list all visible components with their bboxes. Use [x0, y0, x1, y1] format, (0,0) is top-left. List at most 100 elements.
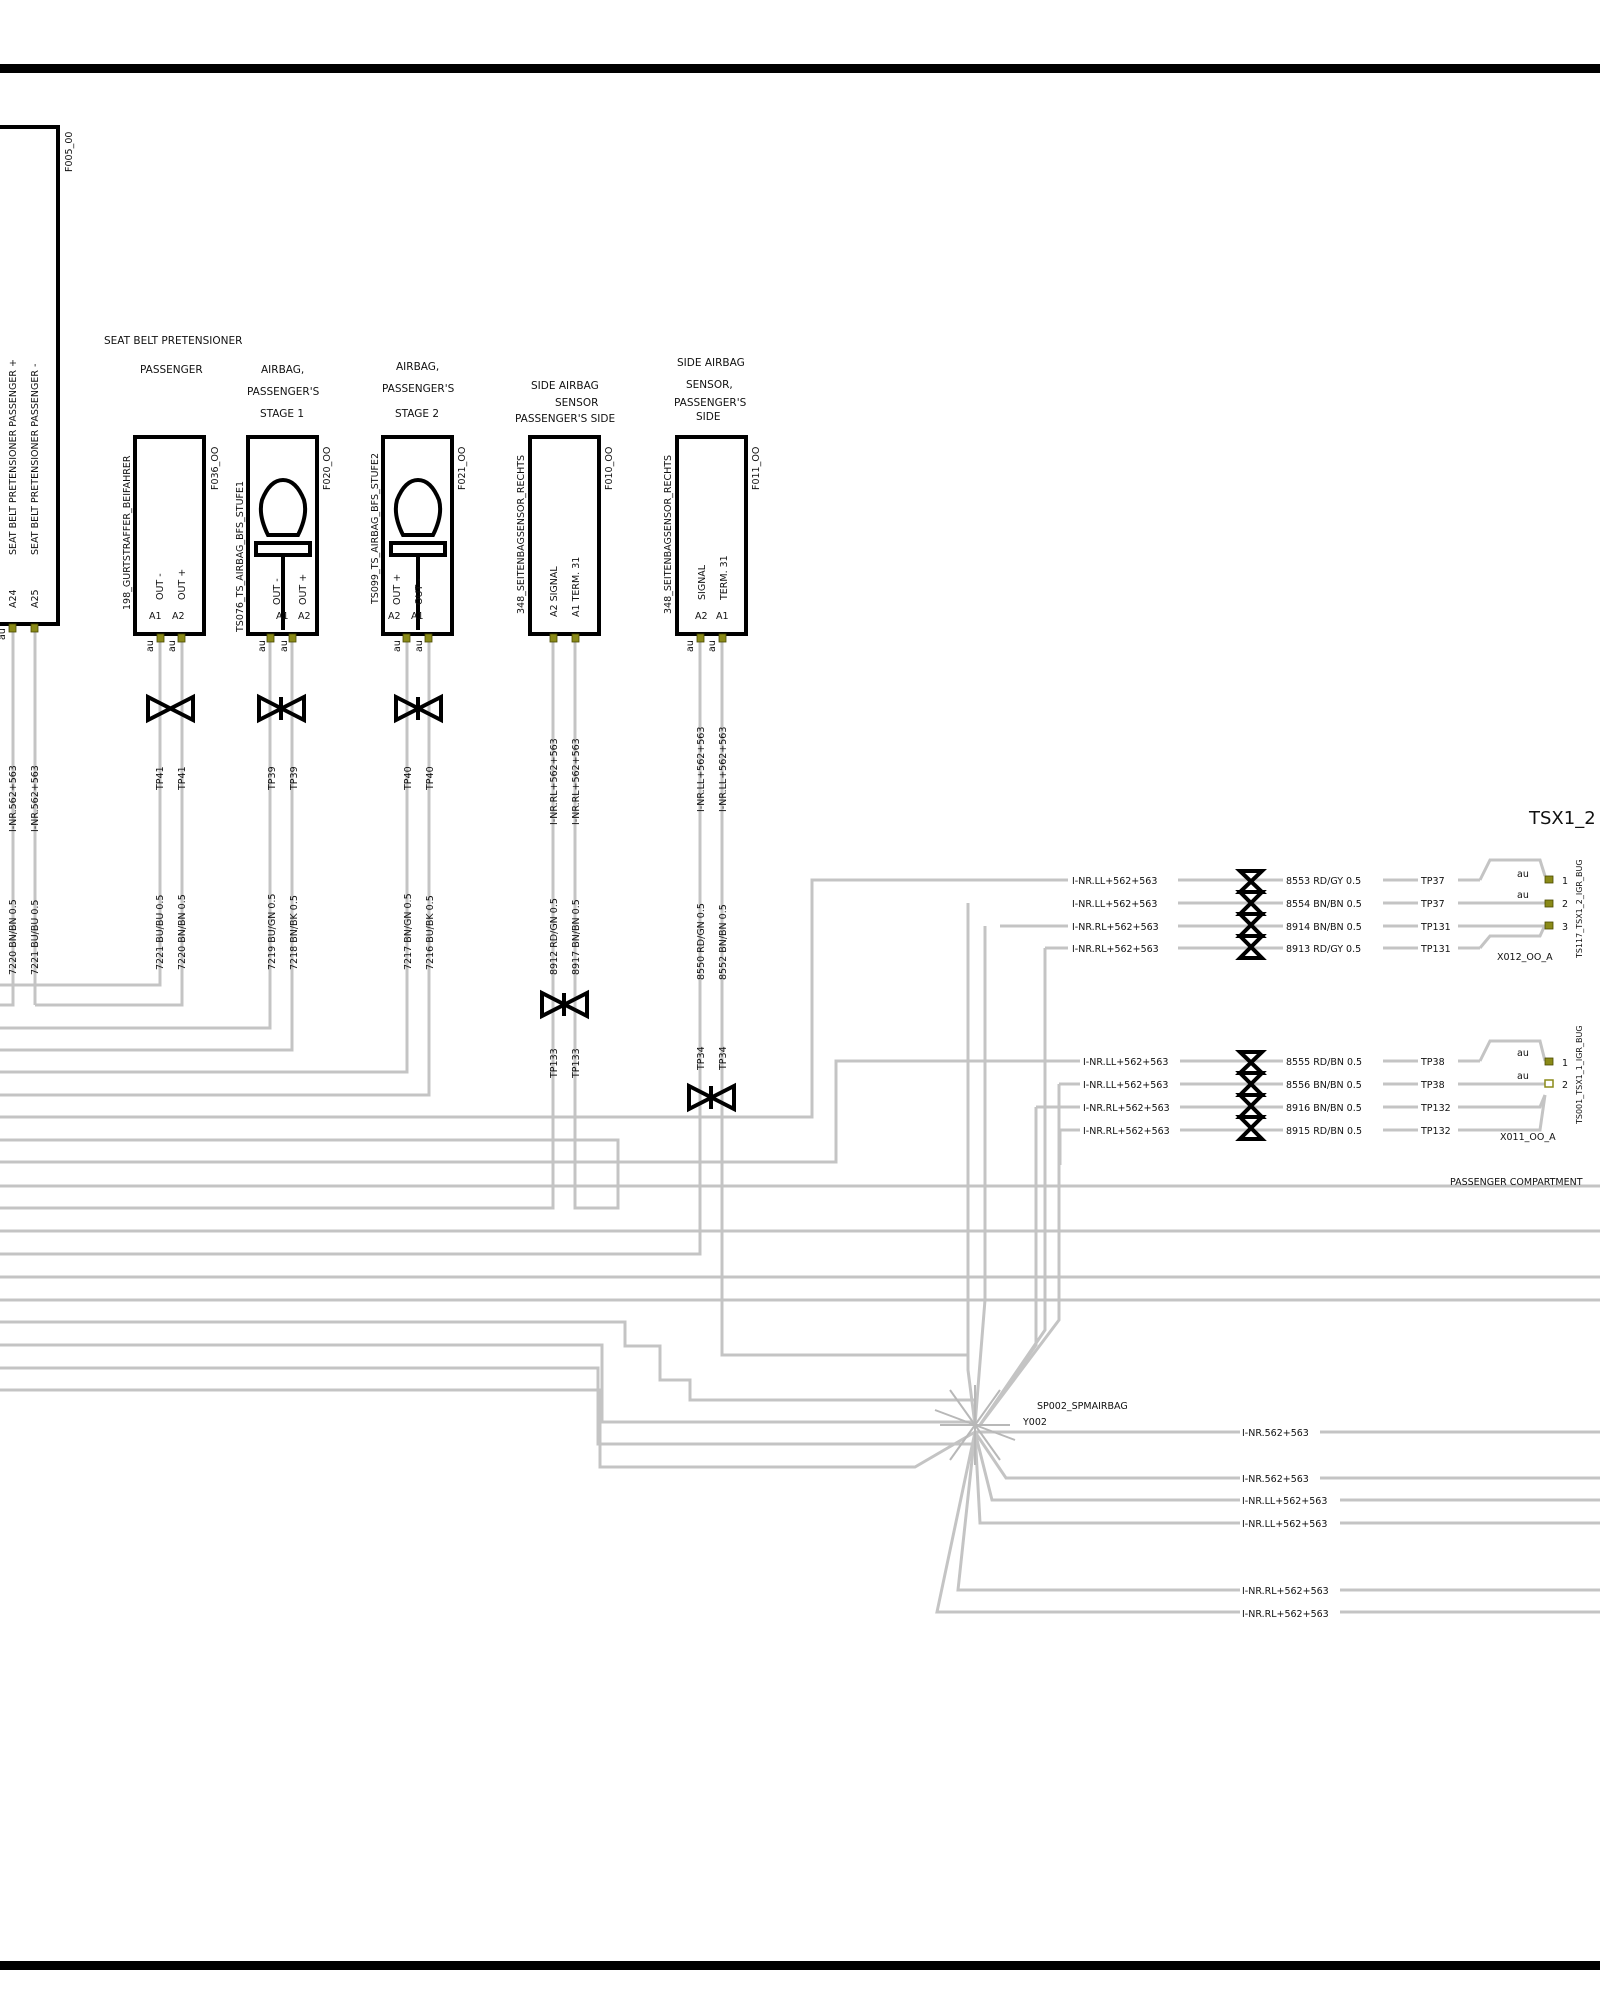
x012-harness-1: I-NR.LL+562+563 — [1072, 876, 1157, 887]
f011-tag-2: au — [707, 640, 718, 652]
connector-x011: I-NR.LL+562+563 I-NR.LL+562+563 I-NR.RL+… — [1080, 1025, 1584, 1143]
x012-pin-1: 1 — [1562, 876, 1568, 887]
f020-pin-label-1: OUT - — [272, 578, 283, 605]
f020-title-1: AIRBAG, — [261, 364, 304, 376]
twist-stack — [1235, 869, 1267, 960]
top-border — [0, 64, 1600, 73]
x011-pin-2: 2 — [1562, 1080, 1568, 1091]
f036-title-1: SEAT BELT PRETENSIONER — [104, 335, 242, 347]
f036-pin-1: A1 — [149, 611, 162, 622]
x011-wire-1: 8555 RD/BN 0.5 — [1286, 1057, 1362, 1068]
x012-pin-2: 2 — [1562, 899, 1568, 910]
squib-icon — [258, 477, 308, 537]
f036-tp-2: TP41 — [177, 766, 188, 791]
f011-tp-2: TP34 — [718, 1046, 729, 1071]
f010-pin-label-1: A2 SIGNAL — [549, 566, 560, 617]
f011-harness-2: I-NR.LL+562+563 — [718, 727, 729, 812]
bottom-border — [0, 1961, 1600, 1970]
f011-pin-label-1: SIGNAL — [697, 564, 708, 600]
x012-tag-2: au — [1517, 890, 1529, 901]
x012-tp-4: TP131 — [1420, 944, 1451, 955]
f036-pin-label-2: OUT + — [177, 569, 188, 600]
f010-harness-2: I-NR.RL+562+563 — [571, 738, 582, 825]
splice-name: SP002_SPMAIRBAG — [1037, 1401, 1128, 1412]
f011-title-1: SIDE AIRBAG — [677, 357, 745, 369]
squib-base-icon — [254, 541, 312, 557]
component-f011: SIDE AIRBAG SENSOR, PASSENGER'S SIDE F01… — [663, 357, 762, 1113]
x012-ref: X012_OO_A — [1497, 952, 1553, 963]
twist-symbol — [394, 693, 443, 724]
f021-title-2: PASSENGER'S — [382, 383, 455, 395]
f011-wire-1: 8550 RD/GN 0.5 — [696, 903, 707, 980]
splice-out-1: I-NR.562+563 — [1242, 1428, 1309, 1439]
f005-pin2-label: SEAT BELT PRETENSIONER PASSENGER - — [30, 364, 41, 555]
splice-out-4: I-NR.LL+562+563 — [1242, 1519, 1327, 1530]
f021-wire-1: 7217 BN/GN 0.5 — [403, 893, 414, 970]
f021-pin-2: A1 — [411, 611, 424, 622]
x011-wire-3: 8916 BN/BN 0.5 — [1286, 1103, 1362, 1114]
f005-wire-2: 7221 BU/BU 0.5 — [30, 900, 41, 975]
f020-wire-1: 7219 BU/GN 0.5 — [267, 894, 278, 970]
twist-symbol — [540, 989, 589, 1020]
f036-title-2: PASSENGER — [140, 364, 203, 376]
f005-harness-2: I-NR.562+563 — [30, 765, 41, 832]
component-f005: F005_00 SEAT BELT PRETENSIONER PASSENGER… — [0, 125, 75, 975]
f021-pin-label-1: OUT + — [392, 574, 403, 605]
f005-ref: F005_00 — [64, 132, 75, 172]
x012-harness-3: I-NR.RL+562+563 — [1072, 922, 1159, 933]
x011-tp-4: TP132 — [1420, 1126, 1451, 1137]
f021-tag-1: au — [392, 640, 403, 652]
f020-tp-2: TP39 — [289, 766, 300, 791]
f010-title-1: SIDE AIRBAG — [531, 380, 599, 392]
x012-harness-2: I-NR.LL+562+563 — [1072, 899, 1157, 910]
x011-harness-4: I-NR.RL+562+563 — [1083, 1126, 1170, 1137]
f036-tag-2: au — [167, 640, 178, 652]
f021-tag-2: au — [414, 640, 425, 652]
f011-harness-1: I-NR.LL+562+563 — [696, 727, 707, 812]
splice-star — [934, 1385, 1016, 1465]
twist-symbol — [257, 693, 306, 724]
f036-tp-1: TP41 — [155, 766, 166, 791]
f036-pin-label-1: OUT - — [155, 573, 166, 600]
x011-tag-1: au — [1517, 1048, 1529, 1059]
component-f010: SIDE AIRBAG SENSOR PASSENGER'S SIDE F010… — [515, 380, 615, 1079]
f036-wire-1: 7221 BU/BU 0.5 — [155, 895, 166, 970]
f005-tag: au — [0, 628, 8, 640]
f021-title-3: STAGE 2 — [395, 408, 439, 420]
f005-wire-1: 7220 BN/BN 0.5 — [8, 899, 19, 975]
x011-harness-2: I-NR.LL+562+563 — [1083, 1080, 1168, 1091]
x011-harness-3: I-NR.RL+562+563 — [1083, 1103, 1170, 1114]
f020-tag-1: au — [257, 640, 268, 652]
f010-tp-2: TP133 — [571, 1048, 582, 1079]
f005-pin1: A24 — [8, 589, 19, 608]
component-f036: SEAT BELT PRETENSIONER PASSENGER F036_OO… — [104, 335, 242, 970]
squib-icon — [393, 477, 443, 537]
f021-ref: F021_OO — [457, 447, 468, 490]
f005-pin1-label: SEAT BELT PRETENSIONER PASSENGER + — [8, 359, 19, 555]
x012-pin-3: 3 — [1562, 922, 1568, 933]
f036-ref: F036_OO — [210, 447, 221, 490]
area-label: PASSENGER COMPARTMENT — [1450, 1177, 1583, 1188]
f005-harness-1: I-NR.562+563 — [8, 765, 19, 832]
component-f020: AIRBAG, PASSENGER'S STAGE 1 F020_OO TS07… — [235, 364, 333, 970]
f010-wire-1: 8912 RD/GN 0.5 — [549, 898, 560, 975]
f021-wire-2: 7216 BU/BK 0.5 — [425, 895, 436, 970]
x012-part: TS117_TSX1_2_IGR_BUG — [1575, 859, 1584, 959]
f021-pin-label-2: OUT - — [414, 578, 425, 605]
f011-ref: F011_OO — [751, 447, 762, 490]
x012-wire-2: 8554 BN/BN 0.5 — [1286, 899, 1362, 910]
f010-harness-1: I-NR.RL+562+563 — [549, 738, 560, 825]
x012-tp-1: TP37 — [1420, 876, 1445, 887]
twist-symbol — [687, 1082, 736, 1113]
f036-tag-1: au — [145, 640, 156, 652]
x011-tag-2: au — [1517, 1071, 1529, 1082]
f010-tp-1: TP133 — [549, 1048, 560, 1079]
f021-pin-1: A2 — [388, 611, 401, 622]
x012-harness-4: I-NR.RL+562+563 — [1072, 944, 1159, 955]
x011-harness-1: I-NR.LL+562+563 — [1083, 1057, 1168, 1068]
f036-part: 198_GURTSTRAFFER_BEIFAHRER — [122, 455, 133, 610]
f020-pin-label-2: OUT + — [298, 574, 309, 605]
f005-pin2: A25 — [30, 589, 41, 608]
f021-tp-2: TP40 — [425, 766, 436, 791]
f011-pin-label-2: TERM. 31 — [719, 555, 730, 601]
